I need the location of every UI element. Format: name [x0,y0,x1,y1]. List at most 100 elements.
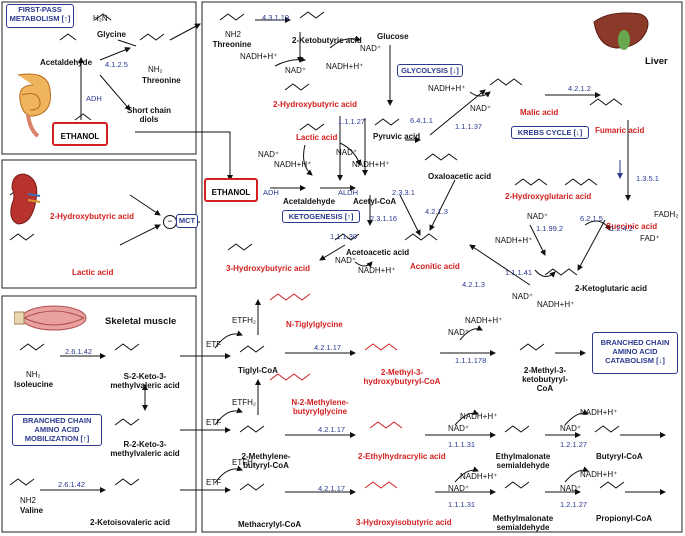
nadh-4: NADH+H⁺ [274,160,312,169]
nadh-11: NADH+H⁺ [580,408,618,417]
hydroxyisobutyric-label: 3-Hydroxyisobutyric acid [356,518,452,527]
valine-label: Valine [20,506,44,515]
ec-11137: 1.1.1.37 [455,122,483,131]
ec-11127a: 1.1.1.27 [338,117,366,126]
intestine-icon [8,70,58,138]
ec-23391: 2.3.3.1 [392,188,415,197]
nad-8: NAD⁺ [512,292,534,301]
nh2-val-label: NH2 [20,496,37,505]
ethanol-fp-text: ETHANOL [60,132,100,141]
ec-4213a: 4.2.1.3 [425,207,448,216]
etf-3: ETF [206,478,222,487]
tiglyl-coa-label: Tiglyl-CoA [238,366,278,375]
catabolism-box: BRANCHED CHAIN AMINO ACID CATABOLISM [↓] [592,332,678,374]
h2n-label: H₂N [93,14,108,23]
krebs-box: KREBS CYCLE [↓] [511,126,589,139]
ethylhydracrylic-label: 2-Ethylhydracrylic acid [358,452,446,461]
nadh-12: NADH+H⁺ [460,472,498,481]
propionyl-label: Propionyl-CoA [596,514,652,523]
nadh-9: NADH+H⁺ [465,316,503,325]
nadh-2: NADH+H⁺ [240,52,278,61]
inhibit-icon: − [163,215,177,229]
ketoglutaric-label: 2-Ketoglutaric acid [575,284,648,293]
catabolism-text: BRANCHED CHAIN AMINO ACID CATABOLISM [↓] [600,338,670,365]
aldh-liver: ALDH [338,188,359,197]
krebs-text: KREBS CYCLE [↓] [517,128,583,137]
malic-label: Malic acid [520,108,559,117]
threonine-label: Threonine [212,40,252,49]
nad-9: NAD⁺ [448,328,470,337]
nadh-6: NADH+H⁺ [495,236,533,245]
succinic-label: Succinic acid [606,222,658,231]
ec-6411: 6.4.1.1 [410,116,433,125]
lactic-liver-label: Lactic acid [296,133,338,142]
methylmalonate-label: Methylmalonate semialdehyde [492,514,554,532]
etf-2: ETF [206,418,222,427]
acetaldehyde-fp-label: Acetaldehyde [40,58,93,67]
r2keto-label: R-2-Keto-3-methylvaleric acid [110,440,180,458]
nad-7: NAD⁺ [335,256,357,265]
threonine-fp-label: Threonine [142,76,181,85]
glycolysis-text: GLYCOLYSIS [↓] [401,66,459,75]
nad-12: NAD⁺ [448,484,470,493]
mobilization-box: BRANCHED CHAIN AMINO ACID MOBILIZATION [… [12,414,102,446]
ethylmalonate-label: Ethylmalonate semialdehyde [495,452,551,470]
nad-2: NAD⁺ [285,66,307,75]
ec-42117b: 4.2.1.17 [318,425,346,434]
ketogenesis-box: KETOGENESIS [↑] [282,210,360,223]
mct-box: MCT [176,214,198,228]
ec-42117c: 4.2.1.17 [318,484,346,493]
nad-5: NAD⁺ [336,148,358,157]
nadh-10: NADH+H⁺ [460,412,498,421]
glucose-label: Glucose [377,32,409,41]
methyl3keto-label: 2-Methyl-3-ketobutyryl-CoA [522,366,568,393]
tiglylglycine-label: N-Tiglylglycine [286,320,343,329]
ethanol-liver-text: ETHANOL [211,188,251,197]
etf-1: ETF [206,340,222,349]
nad-1: NAD⁺ [360,44,382,53]
s2keto-label: S-2-Keto-3-methylvaleric acid [110,372,180,390]
nad-10: NAD⁺ [448,424,470,433]
nadh-13: NADH+H⁺ [580,470,618,479]
skeletal-title: Skeletal muscle [105,316,177,327]
adh-liver: ADH [263,188,279,197]
hydroxybutyric-liver-label: 2-Hydroxybutyric acid [272,100,358,109]
hydroxybutyric-kidney-label: 2-Hydroxybutyric acid [50,212,135,221]
liver-icon [590,8,652,58]
ketoisovaleric-label: 2-Ketoisovaleric acid [90,518,171,527]
ec-12127b: 1.2.1.27 [560,500,588,509]
methyl3hydroxy-label: 2-Methyl-3-hydroxybutyryl-CoA [363,368,441,386]
nadh-8: NADH+H⁺ [537,300,575,309]
nadh-3: NADH+H⁺ [428,84,466,93]
butyryl-coa-label: Butyryl-CoA [596,452,643,461]
etfh2-3: ETFH₂ [232,458,256,467]
kidney-icon [6,170,42,230]
nad-13: NAD⁺ [560,484,582,493]
ketogenesis-text: KETOGENESIS [↑] [288,212,354,221]
ec-6215: 6.2.1.5 [580,214,603,223]
ec-4319: 4.3.1.19 [262,13,290,22]
acetyl-coa-label: Acetyl-CoA [353,197,397,206]
etfh2-2: ETFH₂ [232,398,256,407]
ec-4213b: 4.2.1.3 [462,280,485,289]
fadh2-label: FADH₂ [654,210,679,219]
oxaloacetic-label: Oxaloacetic acid [428,172,492,181]
etfh2-1: ETFH₂ [232,316,256,325]
nad-3: NAD⁺ [470,104,492,113]
nh2-ile-label: NH₂ [26,370,41,379]
nh2-fp-label: NH₂ [148,65,163,74]
first-pass-title: FIRST-PASS METABOLISM [↑] [6,4,74,28]
lactic-kidney-label: Lactic acid [72,268,114,277]
nadh-1: NADH+H⁺ [326,62,364,71]
ethanol-fp-box: ETHANOL [52,122,108,146]
first-pass-title-text: FIRST-PASS METABOLISM [↑] [9,5,71,23]
ec-11131a: 1.1.1.31 [448,440,476,449]
acetaldehyde-label: Acetaldehyde [283,197,336,206]
adh-fp: ADH [86,94,102,103]
ketobutyric-label: 2-Ketobutyric acid [292,36,362,45]
nad-4: NAD⁺ [258,150,280,159]
ec-4125: 4.1.2.5 [105,60,128,69]
muscle-icon [13,300,94,336]
mct-text: MCT [178,216,196,225]
